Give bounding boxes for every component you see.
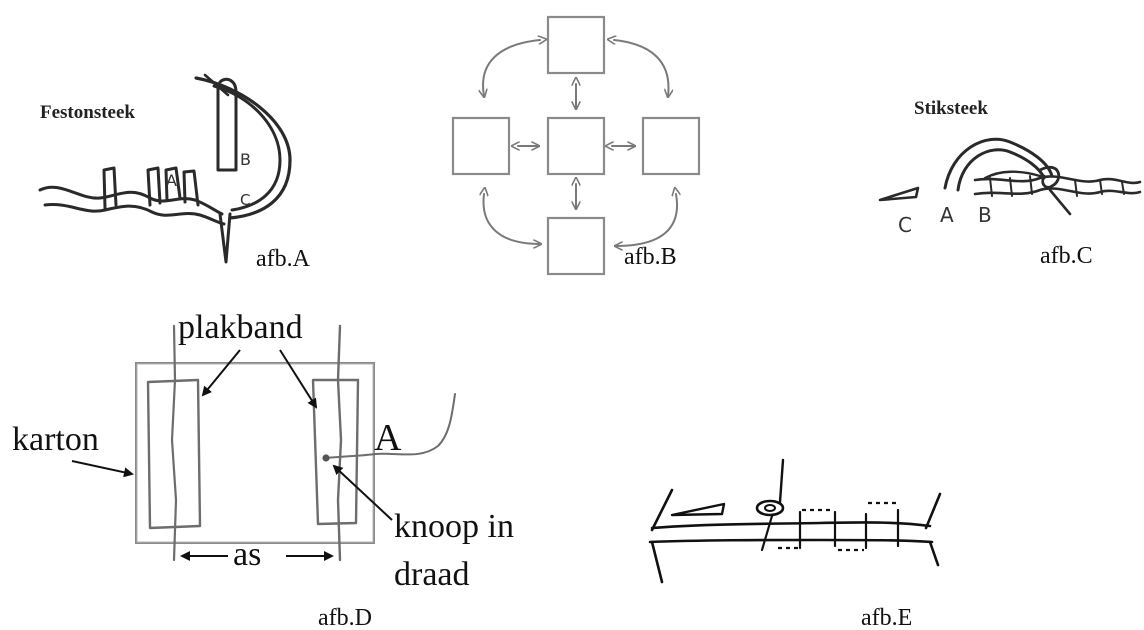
plakband-label: plakband [178,309,303,346]
plakband-left [146,378,202,530]
karton-arrow [71,460,134,478]
stitch-ticks [798,508,900,550]
knoop-label-line2: draad [394,556,470,593]
knot-thread-down [760,514,774,552]
karton-label: karton [12,421,99,458]
back-stitch-drawing: C A B [878,137,1142,237]
karton-outer [135,362,375,544]
lower-fabric-line [648,538,934,544]
axis-line-left [170,324,178,562]
letter-a-panel-c: A [940,203,954,227]
right-edge-lower [928,540,940,567]
stitch-knot [755,499,785,517]
arrow-curve-top-right [614,40,669,96]
letter-c-panel-c: C [898,213,912,237]
arrow-curve-top-left [483,40,540,96]
arrow-curve-bottom-right [616,194,677,246]
letter-b-panel-c: B [978,203,992,227]
square-right [641,116,701,176]
panel-e-caption: afb.E [861,605,912,630]
needle [670,502,726,517]
knot-thread [778,458,785,504]
blanket-stitch-drawing: A B C [38,73,292,264]
thread [325,393,456,459]
square-center [546,116,606,176]
square-bottom [546,216,606,276]
letter-c-panel-a: C [240,191,250,209]
panel-b-caption: afb.B [624,244,677,270]
panel-d-caption: afb.D [318,605,372,630]
panel-a-title: Festonsteek [40,102,135,123]
left-edge [650,488,674,532]
letter-a-panel-a: A [166,171,177,190]
panel-c-stiksteek: Stiksteek C A B afb.C [878,98,1142,269]
knot [322,454,330,462]
point-a-label: A [374,417,402,459]
letter-b-panel-a: B [240,150,251,169]
upper-fabric-line [650,521,932,530]
knoop-arrow [332,464,393,521]
panel-b-square-diagram: afb.B [451,15,701,276]
panel-e-stitch-sketch: afb.E [648,458,942,630]
plakband-arrow-right [279,349,318,409]
axis-line-right [336,324,343,562]
panel-a-caption: afb.A [256,246,311,272]
square-left [451,116,511,176]
stitch-knot-inner [764,504,776,512]
panel-c-caption: afb.C [1040,243,1093,269]
right-edge [924,492,942,530]
panel-c-title: Stiksteek [914,98,988,119]
panel-a-festonsteek: Festonsteek A B C afb.A [38,73,311,272]
panel-d-cardboard-setup: plakband karton A knoop in draad as afb.… [12,309,514,630]
as-label: as [233,536,261,573]
karton-inner [136,363,374,543]
knoop-label-line1: knoop in [394,508,514,545]
plakband-right [311,378,360,526]
arrow-curve-bottom-left [483,194,540,244]
plakband-arrow-left [201,349,241,397]
square-top [546,15,606,75]
left-edge-lower [650,540,664,584]
dashed-stitches [778,501,898,552]
